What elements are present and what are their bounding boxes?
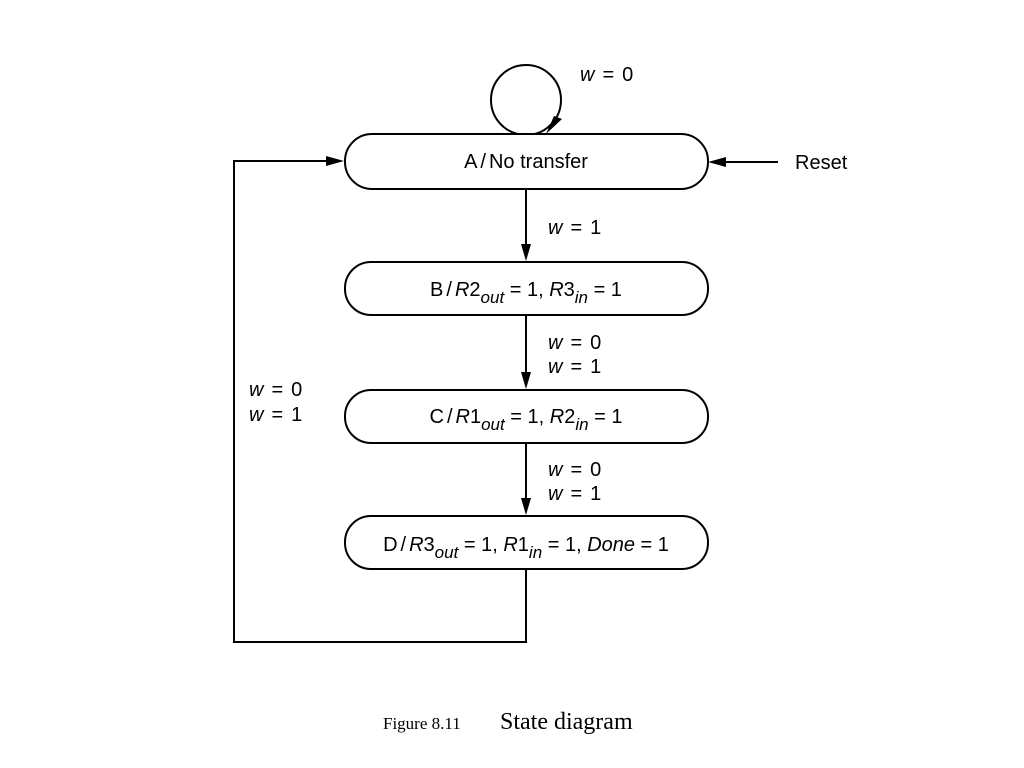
figure-title: State diagram [500, 709, 633, 735]
transition-label-d-to-a-0: w=0 [249, 379, 302, 401]
transition-d-to-a [233, 156, 527, 643]
state-a-label: A/No transfer [464, 151, 588, 173]
state-d: D/R3out = 1, R1in = 1, Done = 1 [344, 515, 709, 570]
transition-a-self-loop [490, 64, 562, 136]
state-b-label: B/R2out = 1, R3in = 1 [430, 279, 622, 307]
transition-label-a-to-b: w=1 [548, 217, 601, 239]
state-b: B/R2out = 1, R3in = 1 [344, 261, 709, 316]
state-d-label: D/R3out = 1, R1in = 1, Done = 1 [383, 534, 669, 562]
state-c: C/R1out = 1, R2in = 1 [344, 389, 709, 444]
transition-b-to-c [521, 315, 531, 389]
state-c-label: C/R1out = 1, R2in = 1 [430, 406, 623, 434]
transition-label-c-to-d-0: w=0 [548, 459, 601, 481]
state-a: A/No transfer [344, 133, 709, 190]
transition-c-to-d [521, 443, 531, 515]
transition-a-to-b [521, 189, 531, 261]
svg-text:w=0: w=0 [580, 64, 633, 86]
figure-number: Figure 8.11 [383, 714, 461, 733]
reset-transition [708, 157, 778, 167]
transition-label-b-to-c-1: w=1 [548, 356, 601, 378]
transition-label-a-self: w=0 [580, 64, 633, 86]
transition-label-d-to-a-1: w=1 [249, 404, 302, 426]
transition-label-c-to-d-1: w=1 [548, 483, 601, 505]
reset-label: Reset [795, 152, 848, 174]
transition-label-b-to-c-0: w=0 [548, 332, 601, 354]
